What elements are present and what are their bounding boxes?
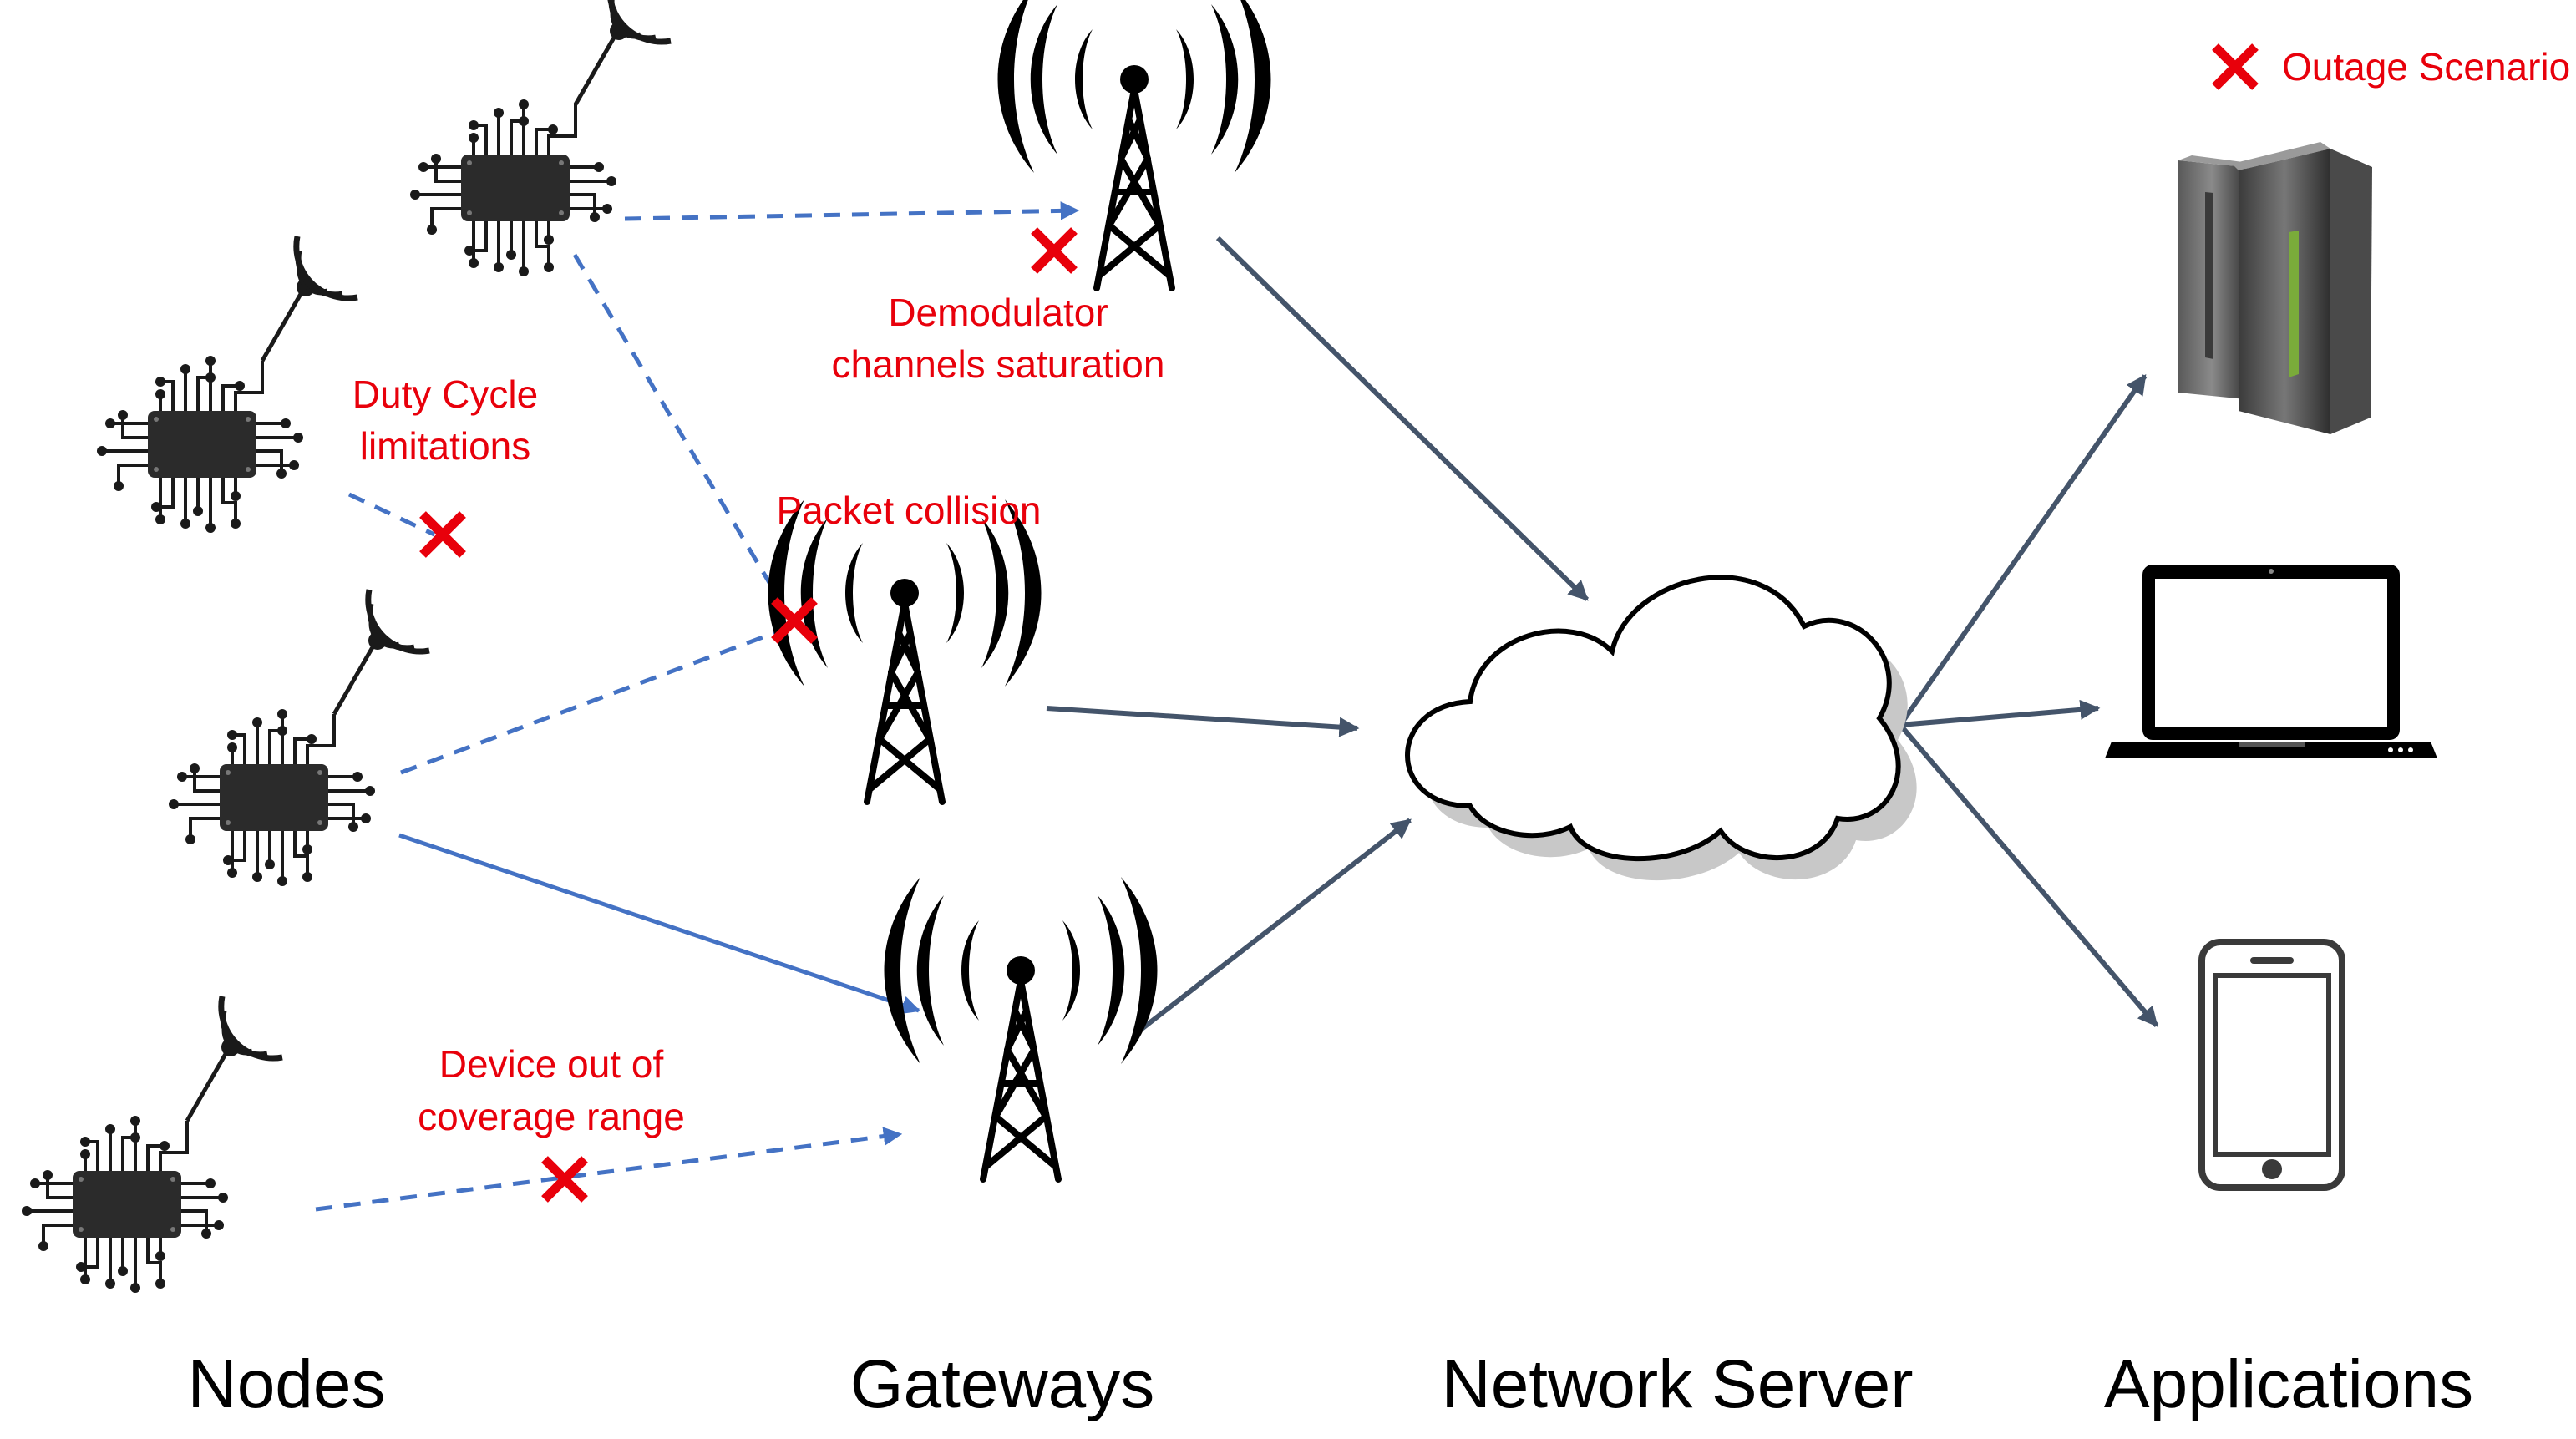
node-3-icon	[169, 590, 429, 886]
link-node1-gateway1	[624, 201, 1080, 221]
annotation-duty-cycle-line2: limitations	[360, 424, 531, 468]
link-gateway2-cloud	[1046, 706, 1360, 737]
annotation-packet-collision: Packet collision	[776, 489, 1041, 532]
node-4-icon	[22, 996, 282, 1293]
legend-label: Outage Scenario	[2282, 45, 2570, 89]
node-gateway-links	[315, 201, 1080, 1212]
column-label-gateways: Gateways	[850, 1346, 1155, 1422]
gateway-1-icon	[998, 0, 1271, 288]
column-label-network-server: Network Server	[1441, 1346, 1913, 1422]
link-cloud-server	[1898, 374, 2148, 727]
outage-x-icon-duty-cycle	[423, 514, 463, 555]
gateway-3-icon	[885, 877, 1158, 1179]
smartphone-icon	[2198, 939, 2345, 1191]
link-cloud-laptop	[1899, 699, 2101, 727]
link-node3-gateway2	[400, 624, 793, 775]
annotation-duty-cycle: Duty Cycle limitations	[352, 372, 538, 468]
link-node1-gateway2	[572, 253, 792, 618]
cloud-icon	[1405, 575, 1917, 881]
gateway-2-icon	[768, 499, 1042, 802]
server-rack-icon	[2178, 142, 2372, 434]
link-node2-blocked	[347, 492, 436, 537]
link-gateway3-cloud	[1137, 818, 1412, 1034]
annotation-demodulator-line1: Demodulator	[888, 291, 1108, 334]
laptop-icon	[2105, 565, 2437, 758]
outage-x-icon-demodulator	[1034, 231, 1074, 271]
link-cloud-phone	[1898, 723, 2159, 1027]
annotation-duty-cycle-line1: Duty Cycle	[352, 372, 538, 416]
annotation-demodulator: Demodulator channels saturation	[832, 291, 1165, 386]
red-x-icon	[2215, 47, 2255, 87]
node-1-icon	[410, 0, 671, 276]
annotation-demodulator-line2: channels saturation	[832, 342, 1165, 386]
link-gateway1-cloud	[1215, 236, 1590, 602]
node-2-icon	[97, 236, 357, 533]
column-label-applications: Applications	[2104, 1346, 2473, 1422]
link-node3-gateway3	[398, 833, 921, 1015]
annotation-out-of-range-line2: coverage range	[418, 1095, 685, 1138]
annotation-out-of-range: Device out of coverage range	[418, 1042, 685, 1138]
column-label-nodes: Nodes	[187, 1346, 385, 1422]
annotation-out-of-range-line1: Device out of	[439, 1042, 664, 1086]
legend: Outage Scenario	[2215, 45, 2570, 89]
gateway-server-links	[1046, 236, 2159, 1034]
link-node4-gateway3	[315, 1127, 903, 1212]
